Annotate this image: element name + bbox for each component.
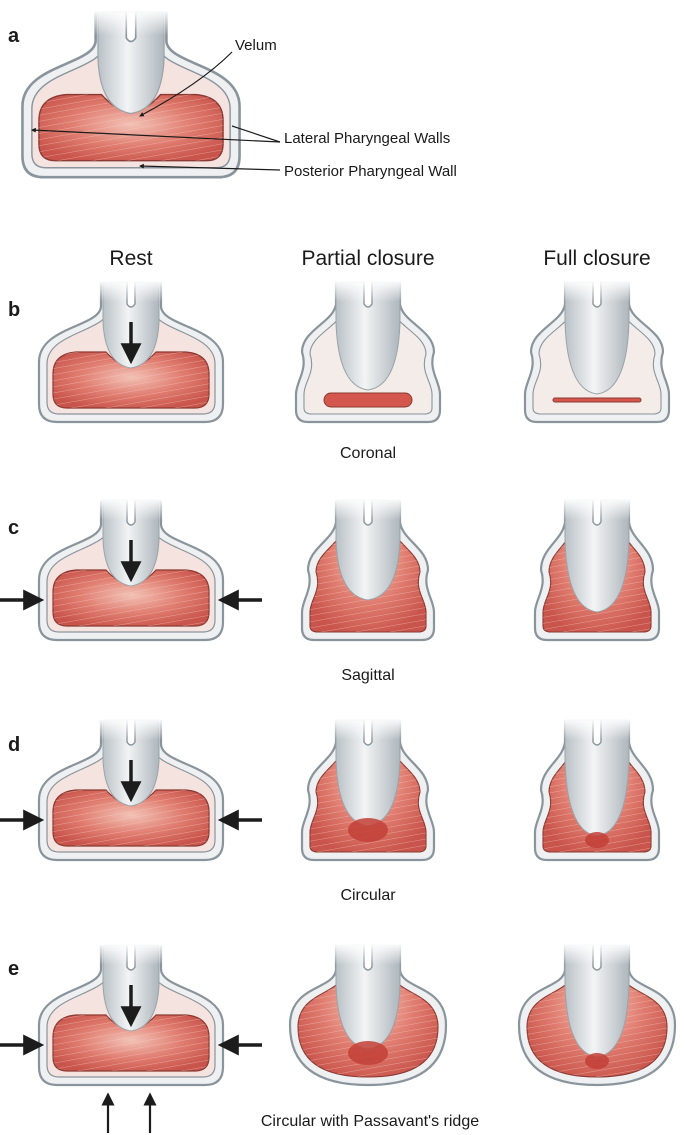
closure-ring [348,818,388,842]
residual-gap [323,392,413,408]
top-fade [288,280,448,302]
cell-partial-circular [288,718,448,862]
top-fade [517,280,677,302]
residual-gap [552,397,642,403]
caption-circular-passavant: Circular with Passavant's ridge [261,1113,479,1130]
caption-coronal: Coronal [340,445,396,462]
row-letter-e: e [8,958,19,980]
cell-rest-circular [0,718,262,862]
caption-sagittal: Sagittal [341,667,394,684]
velum [564,499,630,613]
cell-full-passavant [517,943,677,1087]
top-fade [36,280,226,302]
top-fade [288,718,448,740]
velum [97,11,165,115]
column-header-partial: Partial closure [301,247,434,270]
velum [564,281,630,395]
cell-partial-sagittal [288,498,448,642]
muscle-fibers [53,570,209,626]
lateral-pointer-left [31,127,281,143]
cell-partial-coronal [288,280,448,424]
cell-full-coronal [517,280,677,424]
top-fade [517,943,677,965]
row-letter-b: b [8,299,20,321]
cell-rest-sagittal [0,498,262,642]
top-fade [36,498,226,520]
muscle-fibers [38,94,224,161]
closure-ring [348,1041,388,1065]
closure-ring [585,832,609,848]
row-letter-c: c [8,517,19,539]
muscle-fibers [53,790,209,846]
top-fade [517,498,677,520]
top-fade [36,943,226,965]
top-fade [18,9,244,36]
velum [335,499,401,601]
diagram-cells [0,280,677,1133]
top-fade [517,718,677,740]
muscle-fibers [53,352,209,408]
posterior-wall-label: Posterior Pharyngeal Wall [284,163,457,180]
cell-rest-passavant [0,943,262,1133]
velum-label: Velum [235,37,277,54]
velum [335,281,401,391]
lateral-pointer-right [231,125,281,143]
closure-ring [585,1053,609,1069]
cell-rest-coronal [36,280,226,424]
muscle-fibers [53,1015,209,1071]
top-fade [36,718,226,740]
panel-a-letter: a [8,25,20,47]
lateral-walls-label: Lateral Pharyngeal Walls [284,130,450,147]
cell-partial-passavant [288,943,448,1087]
caption-circular: Circular [340,887,396,904]
cell-full-circular [517,718,677,862]
column-header-full: Full closure [543,247,650,270]
velum-pointer [139,51,233,117]
top-fade [288,943,448,965]
row-letter-d: d [8,734,20,756]
top-fade [288,498,448,520]
column-header-rest: Rest [109,247,152,270]
cell-full-sagittal [517,498,677,642]
panel-a [18,9,281,179]
posterior-pointer [139,163,281,171]
